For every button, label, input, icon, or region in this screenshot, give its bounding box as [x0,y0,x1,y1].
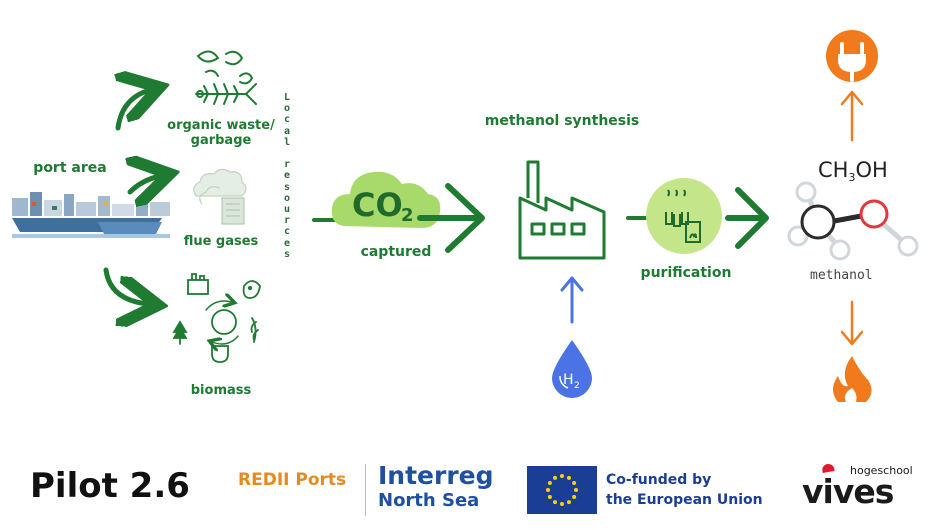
methanol-name-label: methanol [810,268,873,283]
organic-waste-label: organic waste/ garbage [166,118,276,148]
eu-star [567,500,571,505]
redii-ports-logo: REDII Ports [238,470,347,490]
organic-waste-line1: organic waste/ [167,118,275,133]
co2-captured-label: captured [360,244,432,260]
fish-bone-icon [195,50,257,105]
eu-star [547,495,552,499]
eu-star [546,488,550,492]
eu-star [572,495,577,499]
interreg-logo: Interreg North Sea [378,462,494,512]
arrow-h2-to-synthesis [560,276,584,324]
co2-cloud-icon: CO 2 [331,171,441,228]
port-ships-icon [12,192,170,238]
arrow-methanol-to-fuel [840,300,864,346]
formula-subscript: 3 [848,171,856,184]
hydrogen-drop-icon: H 2 [552,340,592,398]
arrow-methanol-to-power [840,90,864,142]
biomass-label: biomass [190,383,252,398]
eu-cofunded-text: Co-funded by the European Union [606,470,763,510]
organic-waste-line2: garbage [190,133,252,148]
h2-subscript: 2 [574,381,580,391]
interreg-line2: North Sea [378,490,480,511]
arrow-to-biomass [103,267,148,304]
pilot-label: Pilot 2.6 [30,466,190,506]
purification-icon [646,178,722,254]
arrow-to-flue [130,176,160,192]
bio-cycle-icon [172,273,261,363]
purification-label: purification [640,265,732,281]
vives-small-text: hogeschool [850,464,913,477]
flue-gases-label: flue gases [183,234,259,249]
diagram-canvas: CO 2 H 2 [12,30,919,402]
eu-line1: Co-funded by [606,472,712,488]
arrow-to-organic [118,90,150,131]
port-area-label: port area [33,160,107,176]
eu-star [560,474,564,478]
vives-big-text: vives [802,472,894,511]
formula-ch: CH [818,158,849,182]
co2-label: CO [352,186,403,224]
local-resources-vertical-label: L o c a l r e s o u r c e s [283,92,291,260]
methanol-molecule-icon [787,181,919,261]
interreg-line1: Interreg [378,461,494,490]
eu-star [547,481,552,485]
smoke-stack-icon [193,168,247,225]
co2-subscript: 2 [401,205,414,226]
flame-icon [833,356,872,402]
eu-star [572,481,577,485]
eu-flag-icon [527,466,597,514]
formula-oh: OH [855,158,888,182]
factory-icon [518,160,606,260]
arrow-co2-to-synthesis [417,183,485,253]
eu-star [574,488,578,492]
eu-line2: the European Union [606,492,763,508]
eu-star [553,500,557,505]
methanol-synthesis-label: methanol synthesis [484,113,640,129]
logo-divider [365,464,366,516]
eu-star [560,502,564,506]
arrow-purification-to-methanol [725,187,769,249]
electric-plug-icon [826,30,878,82]
eu-star [567,475,571,480]
methanol-formula: CH3OH [818,158,888,184]
h2-label: H [563,372,574,388]
eu-star [553,475,557,480]
